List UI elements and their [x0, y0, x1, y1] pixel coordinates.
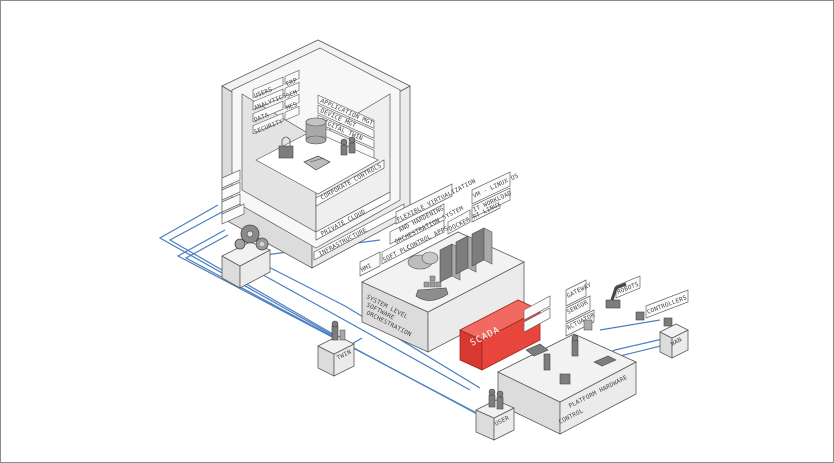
field-block: GATEWAY SENSOR ACTUATOR ROBOTS CONTROLLE… [497, 275, 689, 435]
robot-arm-icon [605, 282, 673, 327]
hub-chip-2: MES [285, 101, 298, 112]
scada-highlight: SCADA [459, 295, 551, 371]
node-c-label: WAN [670, 336, 684, 348]
edge-block: FLEXIBLE VIRTUALIZATION AND HARDENING OR… [359, 171, 525, 353]
node-a: TWIN [317, 320, 355, 377]
node-b: USER [475, 388, 515, 441]
database-icon [305, 117, 327, 145]
edge-cards [359, 171, 511, 277]
lock-icon [278, 136, 294, 159]
hub-block: USERS ANALYTICS DATA SECURITY ERP SCM ME… [221, 39, 411, 269]
people-icon [340, 136, 356, 156]
node-c: WAN [659, 323, 689, 359]
apps-box [221, 224, 271, 289]
hub-chip-0: ERP [285, 77, 298, 88]
cloud-icon [407, 251, 439, 270]
side-stack [221, 169, 245, 225]
edge-card-hmi: HMI [360, 262, 374, 274]
book-icon [303, 155, 331, 171]
docker-icon [415, 275, 449, 301]
hub-chip-1: SCM [285, 89, 298, 100]
server-icon [439, 227, 493, 283]
device-icons [525, 319, 617, 385]
gear-icon [234, 224, 269, 251]
